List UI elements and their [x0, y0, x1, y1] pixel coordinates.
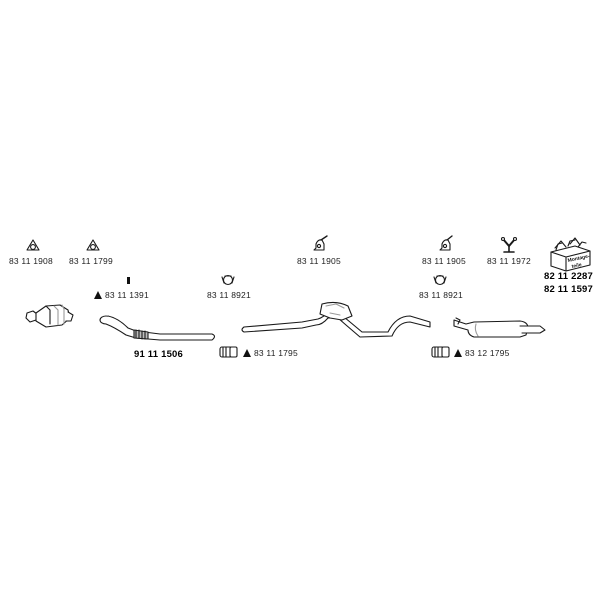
part-number-text: 83 12 1795: [465, 348, 510, 358]
part-number-kit-2: 82 11 1597: [544, 284, 594, 295]
gasket-icon: [86, 239, 100, 251]
kit-box-label-2: teile: [571, 262, 582, 270]
part-number-clamp-pair-1: 83 11 1795: [243, 348, 298, 358]
front-pipe-icon: [99, 315, 216, 341]
rubber-hanger-icon: [313, 235, 328, 251]
part-number-text: 83 11 1795: [254, 348, 298, 358]
part-number-bracket: 83 11 1391: [94, 290, 149, 300]
kit-box-label-1: Montage-: [567, 253, 590, 264]
bracket-icon: [127, 277, 130, 284]
rubber-hanger-icon: [439, 235, 453, 251]
part-number-hanger-1: 83 11 1905: [297, 256, 341, 266]
part-number-clamp-2: 83 11 8921: [419, 290, 463, 300]
part-number-gasket-2: 83 11 1799: [69, 256, 113, 266]
part-number-front-pipe: 91 11 1506: [134, 349, 184, 360]
part-number-text: 83 11 1391: [105, 290, 149, 300]
clamp-pair-icon: [219, 346, 238, 358]
clamp-icon: [433, 274, 447, 286]
clamp-pair-icon: [431, 346, 450, 358]
middle-pipe-icon: [241, 301, 431, 338]
part-number-hanger-2: 83 11 1905: [422, 256, 466, 266]
part-number-clamp-pair-2: 83 12 1795: [454, 348, 510, 358]
catalytic-converter-icon: [25, 304, 74, 328]
clamp-icon: [221, 274, 235, 286]
warning-triangle-icon: [94, 291, 102, 299]
gasket-icon: [26, 239, 40, 251]
part-number-kit-1: 82 11 2287: [544, 271, 594, 282]
rear-muffler-icon: [453, 317, 546, 338]
mounting-kit-box-icon: Montage- teile: [550, 237, 591, 272]
v-hanger-icon: [500, 236, 518, 253]
part-number-clamp-1: 83 11 8921: [207, 290, 251, 300]
warning-triangle-icon: [243, 349, 251, 357]
warning-triangle-icon: [454, 349, 462, 357]
part-number-v-hanger: 83 11 1972: [487, 256, 531, 266]
part-number-gasket-1: 83 11 1908: [9, 256, 53, 266]
